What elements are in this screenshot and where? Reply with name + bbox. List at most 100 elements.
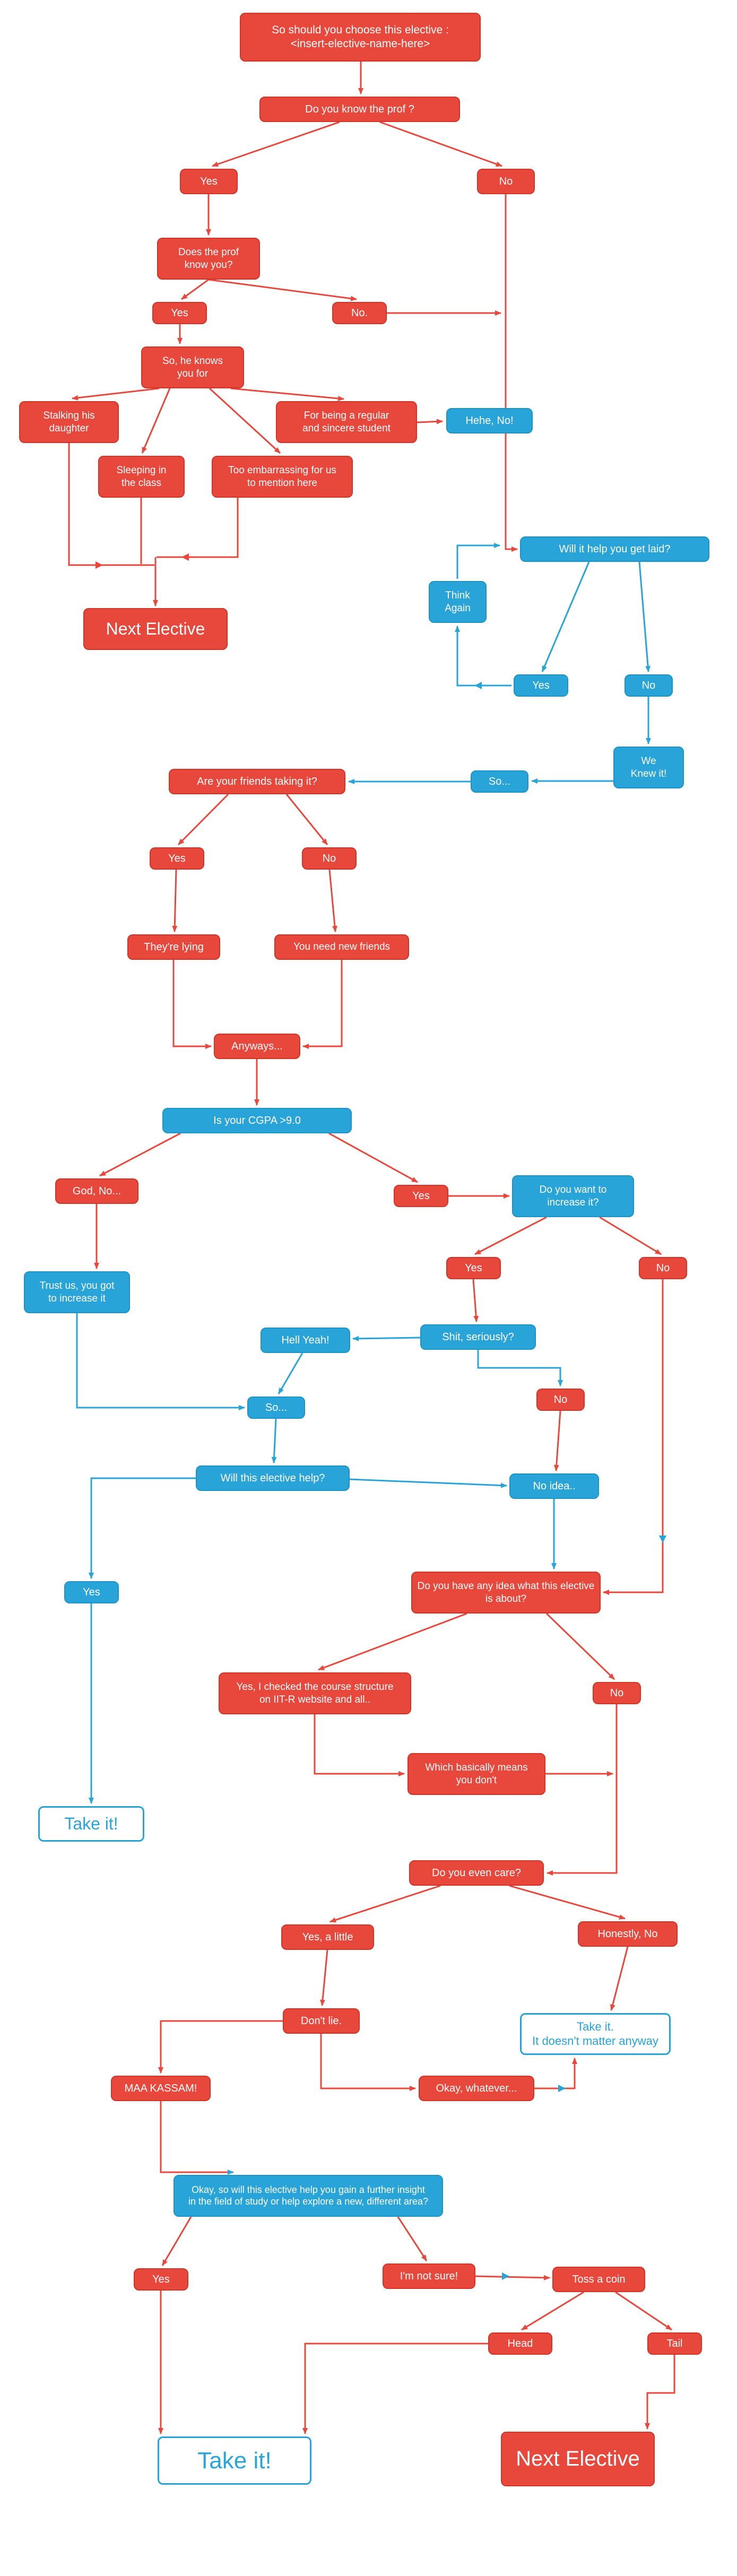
node-no-4: No bbox=[302, 847, 357, 870]
node-no-7: No bbox=[593, 1682, 641, 1704]
node-new-friends: You need new friends bbox=[274, 934, 409, 960]
node-basically-means: Which basically means you don't bbox=[407, 1753, 545, 1795]
node-okay-whatever: Okay, whatever... bbox=[419, 2076, 534, 2101]
node-we-knew-it: We Knew it! bbox=[613, 747, 684, 788]
node-sleeping: Sleeping in the class bbox=[98, 456, 185, 498]
node-take-it-1: Take it! bbox=[38, 1806, 144, 1842]
node-even-care: Do you even care? bbox=[409, 1860, 544, 1886]
edge-willhelp-yes7 bbox=[89, 1477, 196, 1579]
edge-no5-anyidea bbox=[603, 1279, 664, 1595]
node-know-prof: Do you know the prof ? bbox=[259, 97, 460, 122]
edge-notsure-toss bbox=[475, 2275, 550, 2280]
mid-arrow-toss bbox=[502, 2273, 509, 2280]
edge-thinkagain-getlaid bbox=[456, 543, 500, 579]
edge-cgpa-godno bbox=[99, 1132, 181, 1177]
edge-no7-care bbox=[547, 1704, 618, 1876]
edge-honestly-anyway bbox=[610, 1946, 629, 2011]
node-no-1: No bbox=[477, 169, 535, 194]
node-yes-6: Yes bbox=[446, 1257, 501, 1279]
node-yes-7: Yes bbox=[64, 1581, 119, 1603]
edge-dontlie-kassam bbox=[158, 2020, 283, 2074]
edge-getlaid-yes3 bbox=[541, 561, 590, 672]
edge-seriously-no6 bbox=[477, 1350, 563, 1386]
edge-knowsfor-embarrassing bbox=[209, 387, 281, 454]
node-honestly-no: Honestly, No bbox=[578, 1921, 678, 1947]
mid-arrow-embarrassing bbox=[181, 553, 189, 561]
edge-yes3-thinkagain bbox=[455, 626, 511, 687]
node-no-3: No bbox=[625, 674, 673, 697]
edge-whatever-anyway bbox=[534, 2058, 577, 2089]
node-any-idea: Do you have any idea what this elective … bbox=[411, 1572, 601, 1614]
edge-care-honestly bbox=[509, 1885, 626, 1920]
node-no-6: No bbox=[536, 1389, 585, 1411]
mid-arrow-thinkagain bbox=[474, 682, 482, 689]
edge-toss-head bbox=[521, 2291, 584, 2331]
edge-lying-anyways bbox=[172, 960, 212, 1049]
edge-profknow-yes2 bbox=[181, 279, 209, 300]
edge-dontlie-whatever bbox=[320, 2034, 416, 2091]
node-next-elective-final: Next Elective bbox=[501, 2432, 655, 2486]
node-tail: Tail bbox=[647, 2332, 702, 2355]
edge-so2-willhelp bbox=[271, 1418, 277, 1463]
node-think-again: Think Again bbox=[429, 581, 487, 623]
node-yes-4: Yes bbox=[150, 847, 204, 870]
edge-yes4-lying bbox=[172, 869, 178, 932]
edge-anyidea-checked bbox=[318, 1612, 467, 1671]
node-want-increase: Do you want to increase it? bbox=[512, 1175, 634, 1217]
edge-increase-no5 bbox=[599, 1216, 662, 1255]
mid-arrow-stalking bbox=[96, 561, 103, 569]
edge-tail-nextbig bbox=[645, 2355, 675, 2430]
edge-yeslittle-dontlie bbox=[320, 1949, 328, 2006]
edge-no6-noidea bbox=[553, 1410, 561, 1471]
edge-newfriends-anyways bbox=[302, 960, 343, 1049]
edge-knowprof-no bbox=[379, 121, 502, 167]
node-no-5: No bbox=[639, 1257, 687, 1279]
node-no-2: No. bbox=[332, 302, 387, 324]
node-regular-student: For being a regular and sincere student bbox=[276, 401, 417, 443]
edge-knowsfor-sleeping bbox=[141, 388, 171, 454]
edge-okayso-yes8 bbox=[161, 2216, 192, 2266]
edge-increase-yes6 bbox=[474, 1216, 547, 1255]
edge-head-takebig bbox=[302, 2343, 488, 2434]
mid-arrow-no5 bbox=[659, 1536, 666, 1543]
node-trust-us: Trust us, you got to increase it bbox=[24, 1271, 130, 1313]
node-cgpa: Is your CGPA >9.0 bbox=[162, 1108, 352, 1133]
edge-cgpa-yes5 bbox=[328, 1132, 418, 1183]
node-prof-know-you: Does the prof know you? bbox=[157, 238, 260, 280]
edge-seriously-hellyeah bbox=[352, 1335, 421, 1341]
node-yes-2: Yes bbox=[152, 302, 207, 324]
node-yes-a-little: Yes, a little bbox=[281, 1924, 374, 1950]
node-yes-5: Yes bbox=[394, 1185, 448, 1207]
node-toss-coin: Toss a coin bbox=[552, 2267, 645, 2292]
node-hell-yeah: Hell Yeah! bbox=[261, 1328, 350, 1353]
node-not-sure: I'm not sure! bbox=[383, 2263, 475, 2289]
node-checked-structure: Yes, I checked the course structure on I… bbox=[219, 1672, 411, 1714]
node-friends-taking: Are your friends taking it? bbox=[169, 769, 345, 794]
edge-friends-yes4 bbox=[177, 793, 229, 846]
node-dont-lie: Don't lie. bbox=[283, 2008, 360, 2034]
edge-profknow-no2 bbox=[208, 279, 357, 301]
node-seriously: Shit, seriously? bbox=[420, 1324, 536, 1350]
edge-toss-tail bbox=[615, 2291, 672, 2331]
edge-knowsfor-stalking bbox=[72, 387, 160, 401]
edge-getlaid-no3 bbox=[638, 561, 651, 672]
edge-care-yeslittle bbox=[330, 1885, 441, 1923]
edge-willhelp-noidea bbox=[349, 1478, 507, 1488]
edge-anyidea-no7 bbox=[545, 1612, 615, 1680]
node-theyre-lying: They're lying bbox=[127, 934, 220, 960]
edge-embarrassing-stem bbox=[157, 498, 239, 558]
edge-kassam-okayso bbox=[160, 2101, 234, 2175]
node-anyways: Anyways... bbox=[214, 1034, 300, 1059]
node-embarrassing: Too embarrassing for us to mention here bbox=[212, 456, 353, 498]
node-will-help: Will this elective help? bbox=[196, 1465, 350, 1491]
node-hehe-no: Hehe, No! bbox=[446, 408, 533, 433]
node-maa-kassam: MAA KASSAM! bbox=[111, 2076, 211, 2101]
edge-stalking-stem bbox=[68, 443, 154, 566]
edge-okayso-notsure bbox=[397, 2216, 428, 2261]
node-take-it-anyway: Take it. It doesn't matter anyway bbox=[520, 2013, 671, 2055]
edge-friends-no4 bbox=[285, 794, 328, 845]
node-so-1: So... bbox=[471, 770, 528, 793]
node-yes-3: Yes bbox=[514, 674, 568, 697]
